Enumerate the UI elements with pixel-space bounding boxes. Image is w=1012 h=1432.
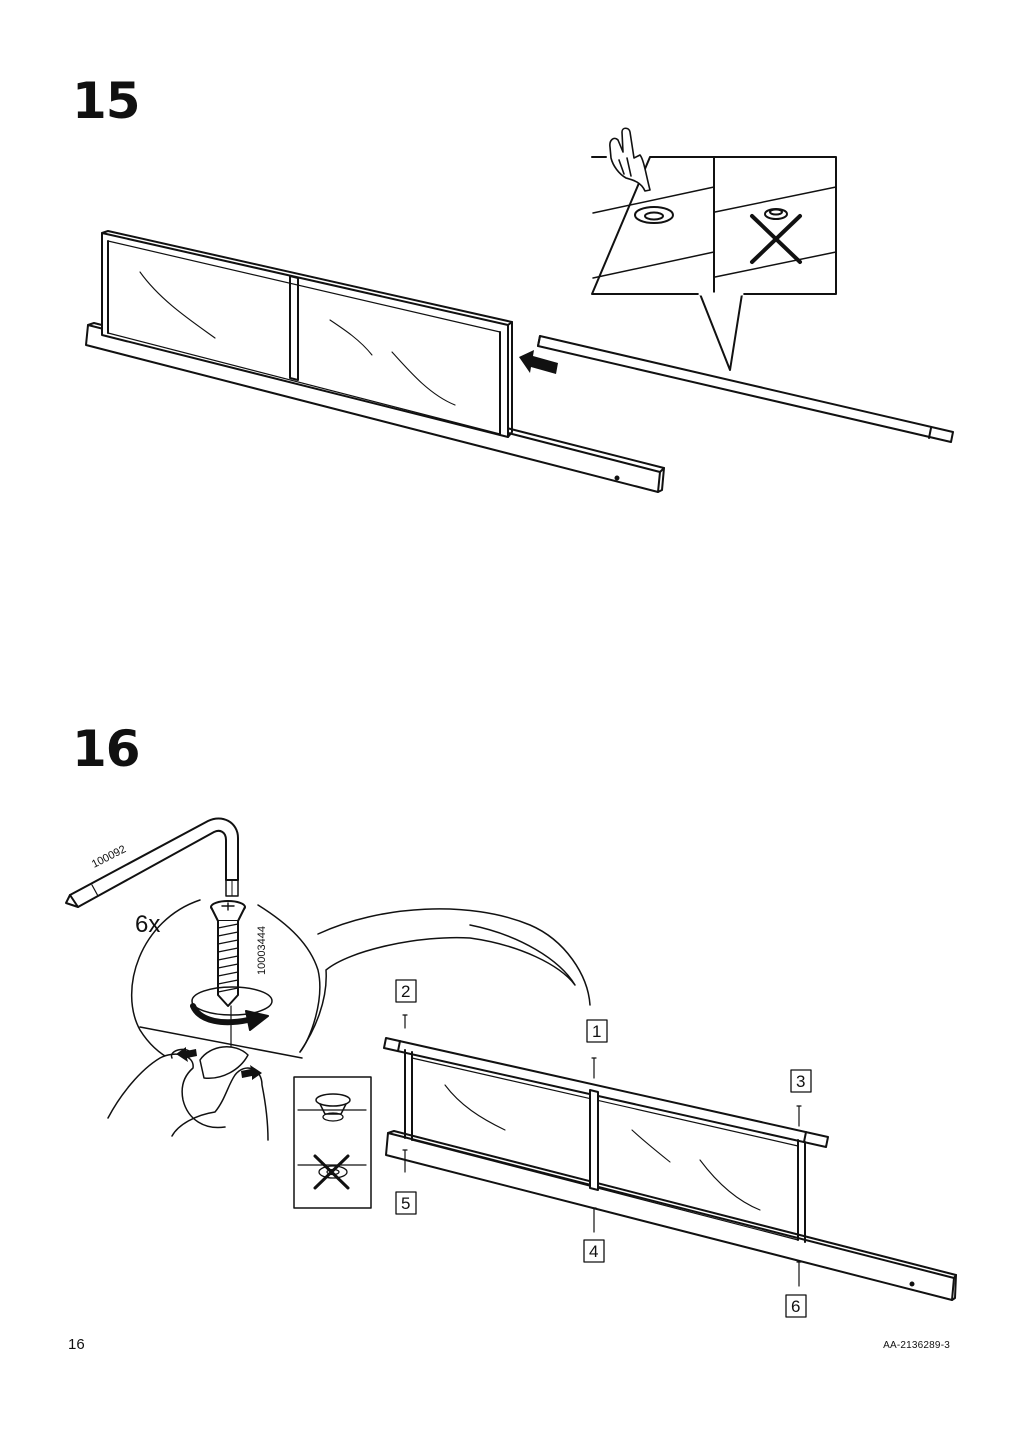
magnifier-callout bbox=[131, 899, 591, 1061]
pointing-hand-icon bbox=[609, 127, 651, 192]
assembled-panel bbox=[383, 1037, 957, 1301]
cross-icon bbox=[750, 214, 802, 264]
document-code: AA-2136289-3 bbox=[883, 1340, 950, 1351]
position-label-6: 6 bbox=[791, 1297, 800, 1316]
position-label-3: 3 bbox=[796, 1072, 805, 1091]
position-label-boxes bbox=[395, 979, 812, 1318]
screw-code: 10003444 bbox=[256, 926, 268, 975]
step-16-illustration: 100092 6x 10003444 1 2 3 4 5 6 bbox=[65, 817, 957, 1318]
inset-box bbox=[293, 1076, 372, 1209]
step-16-number: 16 bbox=[72, 720, 141, 778]
cross-icon bbox=[313, 1154, 350, 1190]
position-label-5: 5 bbox=[401, 1194, 410, 1213]
step-15-illustration bbox=[85, 127, 954, 493]
allen-key-icon bbox=[65, 817, 239, 908]
arrow-right-icon bbox=[241, 1065, 262, 1080]
top-rod bbox=[537, 335, 954, 443]
position-label-2: 2 bbox=[401, 982, 410, 1001]
glass-panel bbox=[101, 230, 513, 438]
arrow-left-icon bbox=[519, 350, 558, 374]
arrow-left-icon bbox=[176, 1047, 197, 1062]
detail-callout bbox=[591, 156, 837, 371]
small-screws bbox=[402, 1014, 802, 1287]
quantity-label: 6x bbox=[135, 911, 160, 938]
step-15-number: 15 bbox=[72, 72, 141, 130]
rail-hole bbox=[614, 475, 620, 481]
screw-icon bbox=[210, 900, 246, 1007]
page-number: 16 bbox=[68, 1336, 85, 1353]
position-label-4: 4 bbox=[589, 1242, 598, 1261]
position-label-1: 1 bbox=[592, 1022, 601, 1041]
hands-icon bbox=[107, 1046, 269, 1141]
rotate-arrow-icon bbox=[190, 986, 273, 1031]
